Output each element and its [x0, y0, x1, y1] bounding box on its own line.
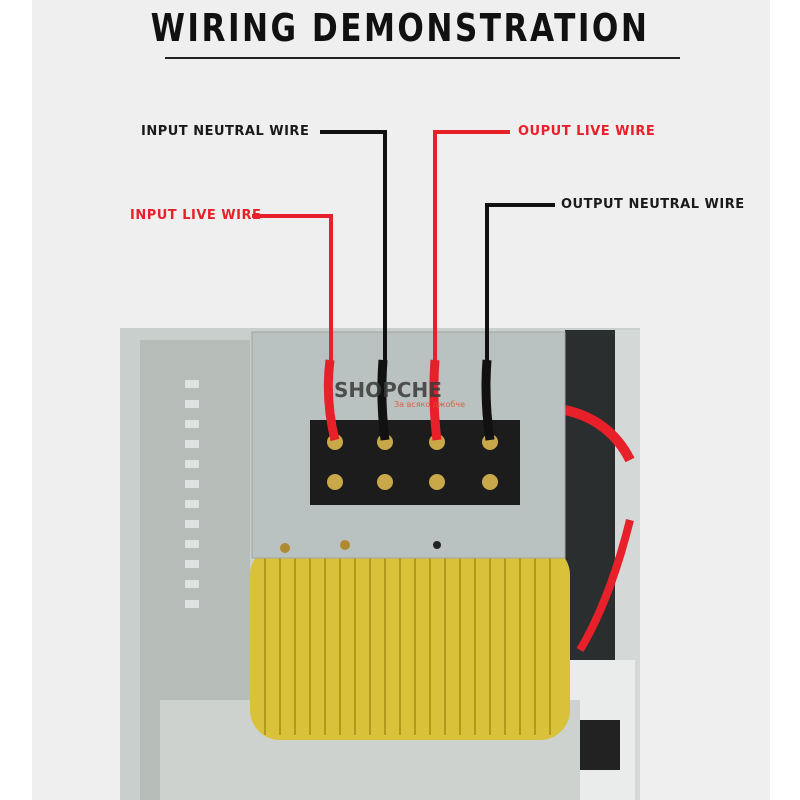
label-input-live-wire: INPUT LIVE WIRE [130, 208, 262, 223]
title-underline [165, 57, 680, 59]
label-input-neutral-wire: INPUT NEUTRAL WIRE [141, 124, 310, 139]
output-live-pointer [433, 130, 510, 370]
vent-slots [185, 380, 199, 608]
input-neutral-cable [377, 359, 390, 441]
label-output-neutral-wire: OUTPUT NEUTRAL WIRE [561, 197, 745, 212]
output-neutral-pointer [485, 203, 555, 370]
input-live-pointer [252, 214, 333, 370]
toroidal-transformer-coil [250, 545, 570, 740]
output-neutral-cable [481, 359, 495, 441]
page-title: WIRING DEMONSTRATION [150, 6, 650, 50]
watermark-tagline: За всяко джобче [394, 400, 465, 409]
input-neutral-pointer [320, 130, 387, 370]
coil-windings [264, 550, 551, 735]
watermark-brand: SHOPCHE [334, 378, 442, 402]
label-output-live-wire: OUPUT LIVE WIRE [518, 124, 656, 139]
